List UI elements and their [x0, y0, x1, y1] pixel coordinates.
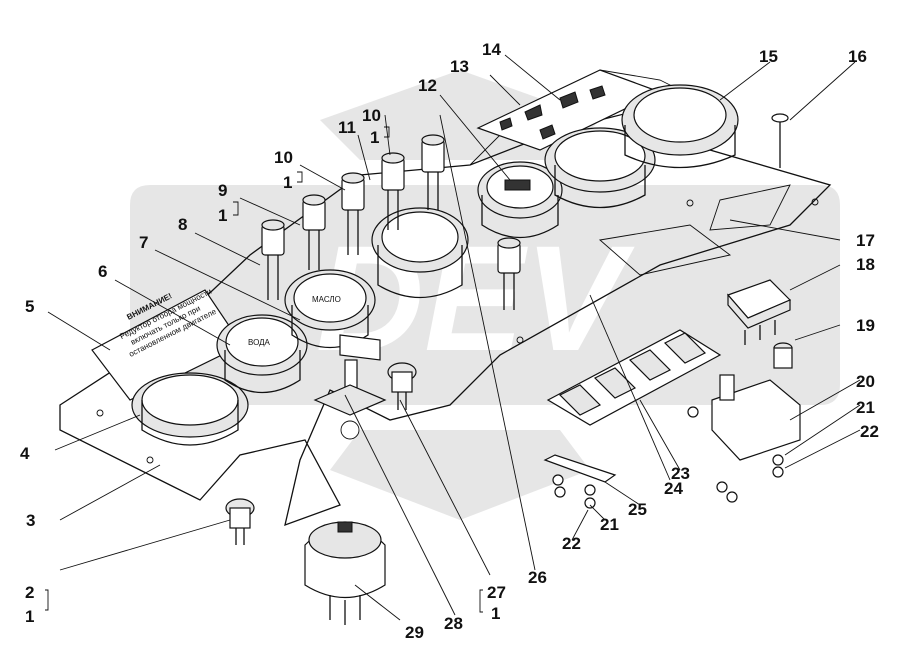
callout-21a: 21: [856, 398, 875, 417]
callout-12: 12: [418, 76, 437, 95]
callout-3: 3: [26, 511, 35, 530]
callout-26: 26: [528, 568, 547, 587]
callout-29: 29: [405, 623, 424, 642]
callout-8: 8: [178, 215, 187, 234]
callout-6: 6: [98, 262, 107, 281]
lamp-10a: [341, 172, 365, 255]
lamp-9: [302, 194, 326, 270]
nuts-and-washers: [552, 406, 784, 509]
push-button-2: [225, 498, 255, 545]
instrument-panel-plate: [59, 109, 832, 527]
callout-24: 24: [664, 479, 683, 498]
gauge-11: [371, 207, 469, 299]
callout-7: 7: [139, 233, 148, 252]
callout-5: 5: [25, 297, 34, 316]
callout-19: 19: [856, 316, 875, 335]
lamp-10b: [381, 152, 405, 230]
warning-lamps: [261, 134, 521, 310]
callout-18: 18: [856, 255, 875, 274]
plate-25: [543, 454, 617, 483]
gauge-bezel-ring-mid: [544, 127, 656, 209]
bushing-19: [773, 342, 793, 369]
callout-10b: 10: [362, 106, 381, 125]
gauge-bezel-ring-right: [621, 84, 739, 169]
svg-text:МАСЛО: МАСЛО: [312, 295, 341, 304]
callout-16: 16: [848, 47, 867, 66]
gauge-6: ВОДА: [216, 314, 308, 394]
gauge-7: МАСЛО: [284, 269, 376, 349]
callout-17: 17: [856, 231, 875, 250]
bracket-20: [711, 374, 801, 461]
callout-23: 23: [671, 464, 690, 483]
push-button-27: [387, 362, 417, 410]
callout-2: 2: [25, 583, 34, 602]
callout-1: 1: [25, 607, 34, 626]
screw-16: [771, 113, 789, 168]
lamp-10c: [421, 134, 445, 210]
callout-9-qty: 1: [218, 206, 227, 225]
callout-9: 9: [218, 181, 227, 200]
gauge-12: [477, 161, 563, 239]
callout-14: 14: [482, 40, 501, 59]
callout-27-qty: 1: [491, 604, 500, 623]
callout-27: 27: [487, 583, 506, 602]
lamp-26: [497, 237, 521, 310]
gauge-bezel-ring-left: [131, 372, 249, 446]
symbol-plate: [476, 69, 662, 151]
callout-10b-qty: 1: [370, 128, 379, 147]
callout-22a: 22: [860, 422, 879, 441]
callout-labels: 1 2 3 4 5 6 7 8 9 1 10 1 10 1 11 12 13 1…: [20, 40, 879, 642]
leader-lines: [47, 54, 861, 621]
callout-4: 4: [20, 444, 30, 463]
callout-25: 25: [628, 500, 647, 519]
callout-13: 13: [450, 57, 469, 76]
toggle-switch-28: [313, 334, 387, 416]
callout-15: 15: [759, 47, 778, 66]
switch-block-23: [546, 329, 722, 426]
callout-11: 11: [338, 118, 356, 137]
callout-22b: 22: [562, 534, 581, 553]
lamp-8: [261, 219, 285, 300]
ignition-switch-29: [304, 521, 386, 625]
callout-21b: 21: [600, 515, 619, 534]
callout-10a-qty: 1: [283, 173, 292, 192]
rocker-switch-18: [726, 279, 792, 345]
callout-28: 28: [444, 614, 463, 633]
svg-text:ВОДА: ВОДА: [248, 338, 271, 347]
mounting-holes: [96, 198, 819, 464]
callout-10a: 10: [274, 148, 293, 167]
callout-20: 20: [856, 372, 875, 391]
